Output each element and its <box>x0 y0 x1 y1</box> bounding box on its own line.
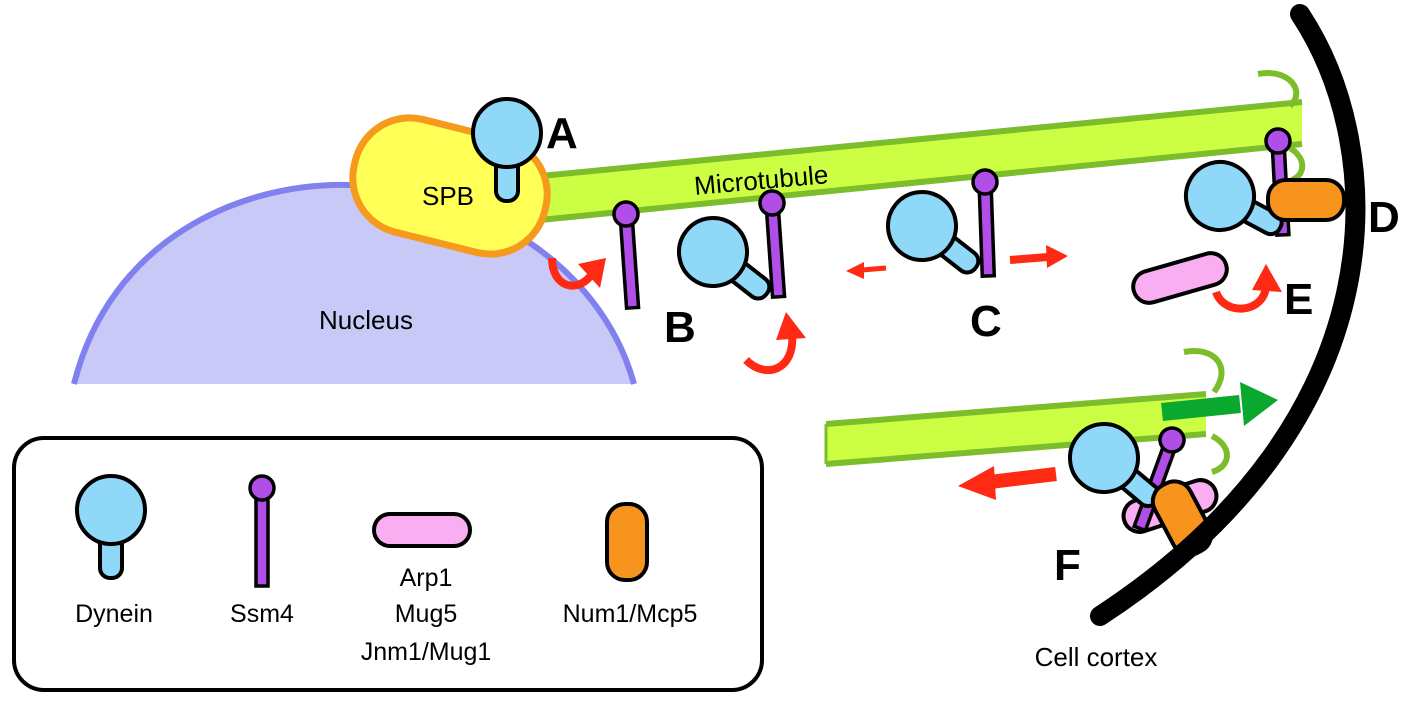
cell-cortex-label: Cell cortex <box>1035 642 1158 672</box>
microtubule-upper <box>519 70 1306 225</box>
step-label-a: A <box>546 109 578 158</box>
legend-dynein-label: Dynein <box>75 600 153 628</box>
nucleus-label: Nucleus <box>319 305 413 335</box>
legend-num1-icon <box>605 502 649 582</box>
step-label-d: D <box>1368 193 1400 242</box>
curved-arrow-b <box>743 312 806 374</box>
arrow-c-left <box>846 262 887 279</box>
arrow-f-pull <box>958 466 1057 500</box>
legend-arp1-icon <box>372 512 472 548</box>
legend-num1-label: Num1/Mcp5 <box>563 600 698 628</box>
legend-ssm4-label: Ssm4 <box>230 600 294 628</box>
legend-arp1-label-1: Arp1 <box>400 564 453 592</box>
arrow-c-right <box>1009 245 1068 268</box>
step-label-e: E <box>1284 275 1313 324</box>
num1-d <box>1266 178 1346 222</box>
cell-cortex <box>1090 4 1366 626</box>
arrow-f-green <box>1161 382 1278 426</box>
step-label-c: C <box>970 297 1002 346</box>
legend-arp1-label-3: Jnm1/Mug1 <box>361 638 492 666</box>
spb-label: SPB <box>422 181 474 211</box>
step-label-f: F <box>1054 541 1081 590</box>
curved-arrow-spb <box>548 257 606 290</box>
curved-arrow-e <box>1212 264 1282 313</box>
ssm4-b1 <box>611 199 647 311</box>
microtubule-lower <box>824 348 1230 475</box>
legend-arp1-label-2: Mug5 <box>395 600 458 628</box>
legend-ssm4-icon <box>248 474 276 588</box>
step-label-b: B <box>664 303 696 352</box>
legend-box <box>12 436 764 692</box>
